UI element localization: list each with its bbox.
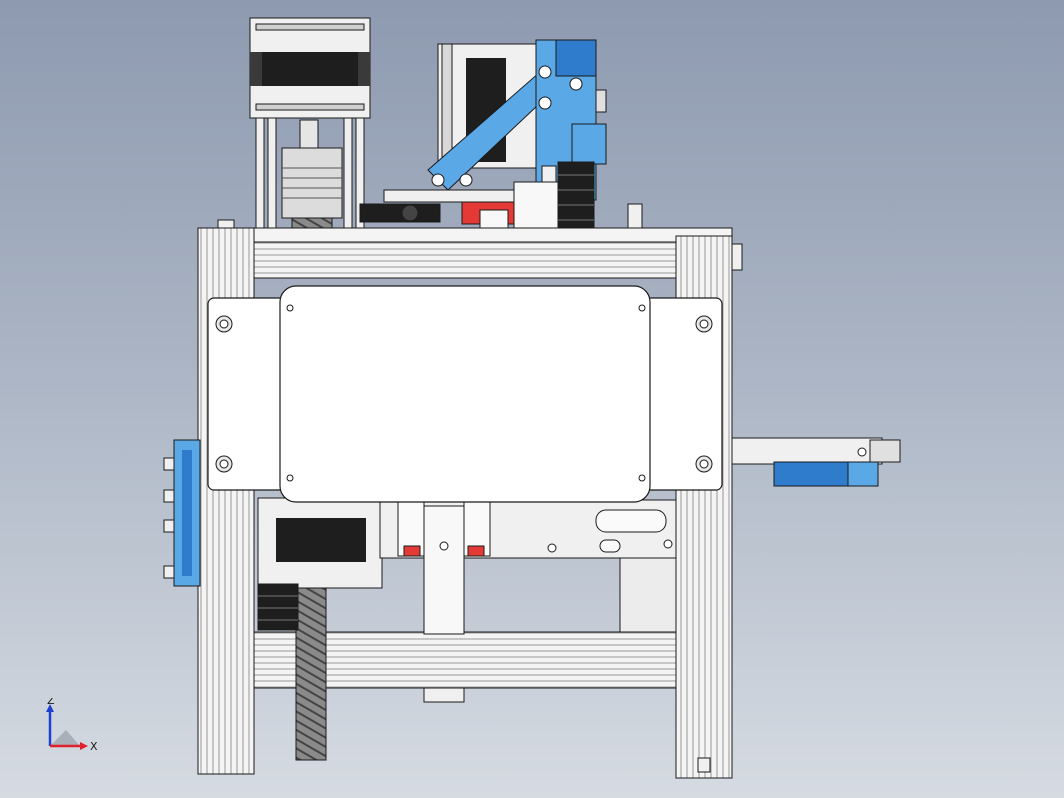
z-axis-assembly (257, 497, 677, 761)
top-left-stepper-motor (249, 17, 371, 229)
right-arm (731, 437, 901, 487)
x-axis-label: X (90, 740, 98, 753)
extruder-plate (217, 161, 643, 235)
orientation-triad: Z X (46, 698, 98, 753)
left-blue-bracket (163, 439, 201, 587)
front-mounting-plate (207, 285, 723, 503)
z-axis-label: Z (47, 698, 55, 707)
